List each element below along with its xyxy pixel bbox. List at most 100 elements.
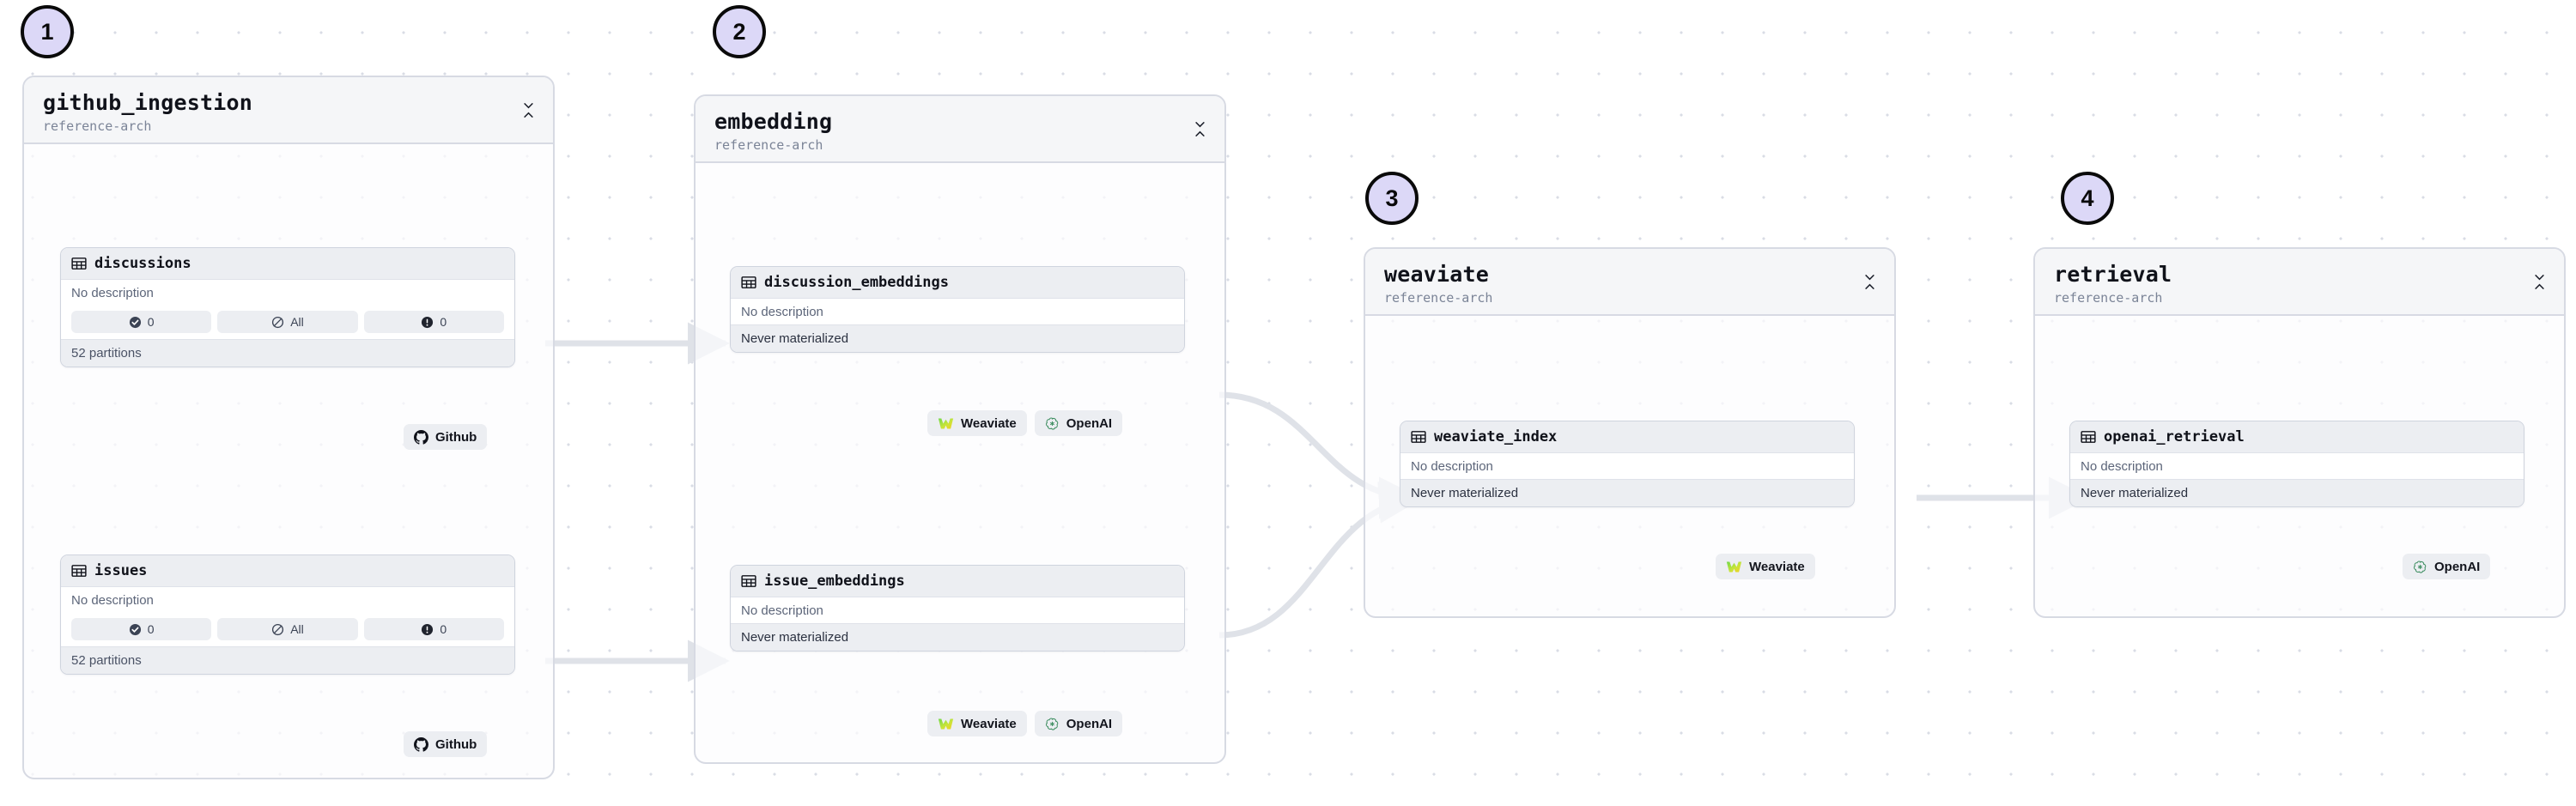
- asset-name: issues: [94, 562, 148, 579]
- asset-header[interactable]: openai_retrieval: [2070, 421, 2524, 453]
- asset-description: No description: [731, 299, 1184, 324]
- group-badge-4: 4: [2061, 172, 2114, 225]
- tag-github[interactable]: Github: [404, 424, 488, 450]
- tag-list-openai-retrieval: OpenAI: [2403, 554, 2491, 579]
- group-title: embedding: [714, 109, 833, 134]
- asset-description: No description: [61, 280, 514, 306]
- tag-label: Github: [435, 429, 477, 445]
- tag-label: OpenAI: [2434, 559, 2481, 574]
- tag-github[interactable]: Github: [404, 731, 488, 757]
- openai-icon: [2413, 561, 2427, 573]
- asset-materialization-status: Never materialized: [2070, 479, 2524, 506]
- asset-node-discussions[interactable]: discussions No description 0 All 0: [60, 247, 515, 367]
- status-value: 0: [440, 622, 447, 636]
- asset-header[interactable]: discussions: [61, 248, 514, 280]
- table-icon: [1411, 431, 1426, 443]
- asset-node-weaviate-index[interactable]: weaviate_index No description Never mate…: [1400, 421, 1855, 507]
- tag-openai[interactable]: OpenAI: [2403, 554, 2491, 579]
- tag-openai[interactable]: OpenAI: [1034, 711, 1123, 736]
- slash-circle-icon: [272, 623, 284, 635]
- asset-materialization-status: Never materialized: [1400, 479, 1854, 506]
- asset-node-discussion-embeddings[interactable]: discussion_embeddings No description Nev…: [730, 266, 1185, 353]
- group-header[interactable]: embedding reference-arch: [696, 96, 1224, 163]
- tag-label: OpenAI: [1066, 415, 1113, 431]
- tag-label: OpenAI: [1066, 716, 1113, 731]
- asset-materialization-status: Never materialized: [731, 623, 1184, 651]
- status-chip-materialized[interactable]: 0: [71, 311, 212, 333]
- asset-node-issue-embeddings[interactable]: issue_embeddings No description Never ma…: [730, 565, 1185, 651]
- exclamation-circle-icon: [422, 316, 434, 328]
- github-icon: [414, 736, 428, 752]
- github-icon: [414, 429, 428, 445]
- status-value: 0: [147, 622, 155, 636]
- openai-icon: [1045, 417, 1059, 430]
- weaviate-icon: [1726, 561, 1742, 573]
- tag-weaviate[interactable]: Weaviate: [927, 711, 1027, 736]
- group-header[interactable]: retrieval reference-arch: [2035, 249, 2564, 316]
- tag-list-discussions: Github: [404, 424, 488, 450]
- asset-materialization-status: Never materialized: [731, 324, 1184, 352]
- asset-footer: 52 partitions: [61, 339, 514, 367]
- table-icon: [71, 565, 87, 577]
- chevron-collapse-icon[interactable]: [2530, 270, 2549, 294]
- group-badge-1: 1: [21, 5, 74, 58]
- status-value: 0: [147, 315, 155, 329]
- tag-label: Weaviate: [1749, 559, 1805, 574]
- group-header[interactable]: weaviate reference-arch: [1365, 249, 1894, 316]
- group-subtitle: reference-arch: [43, 118, 152, 134]
- tag-list-issues: Github: [404, 731, 488, 757]
- tag-list-weaviate-index: Weaviate: [1716, 554, 1815, 579]
- table-icon: [741, 575, 756, 587]
- asset-status-row: 0 All 0: [61, 613, 514, 646]
- status-chip-failed[interactable]: 0: [363, 618, 504, 640]
- status-value: 0: [440, 315, 447, 329]
- tag-weaviate[interactable]: Weaviate: [1716, 554, 1815, 579]
- chevron-collapse-icon[interactable]: [519, 98, 538, 122]
- group-title: weaviate: [1384, 262, 1490, 287]
- asset-name: issue_embeddings: [764, 573, 905, 590]
- table-icon: [2081, 431, 2096, 443]
- tag-openai[interactable]: OpenAI: [1034, 410, 1123, 436]
- tag-weaviate[interactable]: Weaviate: [927, 410, 1027, 436]
- chevron-collapse-icon[interactable]: [1190, 117, 1209, 141]
- status-chip-materialized[interactable]: 0: [71, 618, 212, 640]
- asset-header[interactable]: discussion_embeddings: [731, 267, 1184, 299]
- asset-description: No description: [2070, 453, 2524, 479]
- status-chip-missing[interactable]: All: [217, 618, 358, 640]
- asset-header[interactable]: issue_embeddings: [731, 566, 1184, 597]
- group-subtitle: reference-arch: [714, 136, 823, 153]
- group-title: retrieval: [2054, 262, 2172, 287]
- asset-name: openai_retrieval: [2104, 428, 2245, 445]
- table-icon: [741, 276, 756, 288]
- tag-list-discussion-embeddings: Weaviate OpenAI: [927, 410, 1123, 436]
- asset-name: discussions: [94, 255, 191, 272]
- weaviate-icon: [938, 417, 954, 429]
- tag-label: Weaviate: [961, 716, 1017, 731]
- tag-list-issue-embeddings: Weaviate OpenAI: [927, 711, 1123, 736]
- group-title: github_ingestion: [43, 90, 253, 115]
- group-subtitle: reference-arch: [2054, 289, 2163, 306]
- group-badge-2: 2: [713, 5, 766, 58]
- asset-node-openai-retrieval[interactable]: openai_retrieval No description Never ma…: [2069, 421, 2524, 507]
- chevron-collapse-icon[interactable]: [1860, 270, 1879, 294]
- exclamation-circle-icon: [422, 623, 434, 635]
- slash-circle-icon: [272, 316, 284, 328]
- asset-name: discussion_embeddings: [764, 274, 949, 291]
- check-circle-icon: [129, 623, 141, 635]
- tag-label: Github: [435, 736, 477, 752]
- table-icon: [71, 258, 87, 270]
- asset-header[interactable]: weaviate_index: [1400, 421, 1854, 453]
- status-value: All: [290, 315, 304, 329]
- openai-icon: [1045, 718, 1059, 730]
- status-chip-failed[interactable]: 0: [363, 311, 504, 333]
- status-chip-missing[interactable]: All: [217, 311, 358, 333]
- group-header[interactable]: github_ingestion reference-arch: [24, 77, 553, 144]
- check-circle-icon: [129, 316, 141, 328]
- asset-description: No description: [61, 587, 514, 613]
- asset-node-issues[interactable]: issues No description 0 All 0 52 p: [60, 555, 515, 675]
- status-value: All: [290, 622, 304, 636]
- asset-header[interactable]: issues: [61, 555, 514, 587]
- asset-description: No description: [731, 597, 1184, 623]
- asset-footer: 52 partitions: [61, 646, 514, 674]
- asset-description: No description: [1400, 453, 1854, 479]
